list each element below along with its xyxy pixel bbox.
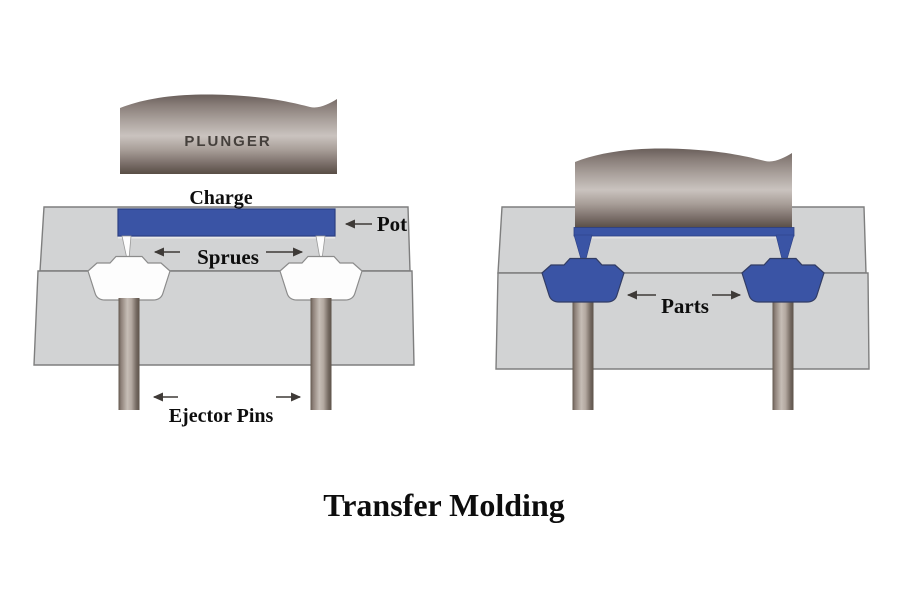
parts-label: Parts — [661, 294, 709, 318]
right-diagram: Parts — [495, 148, 870, 410]
molded-part-left — [541, 257, 625, 303]
pot-floor-highlight — [118, 236, 335, 239]
ejector-pin-right-right-diagram — [772, 300, 794, 410]
mold-cavity-left — [87, 255, 171, 301]
sprues-label: Sprues — [197, 245, 259, 269]
squeezed-charge-layer — [573, 227, 795, 237]
diagram-title: Transfer Molding — [323, 487, 564, 523]
left-diagram: PLUNGER Charge Pot Sprues Ejector Pins — [33, 94, 415, 427]
ejector-pin-left-right-diagram — [572, 300, 594, 410]
charge-label: Charge — [189, 187, 252, 209]
plunger-shape-right-diagram — [575, 148, 792, 228]
pot-floor-highlight-right — [592, 236, 776, 239]
charge-material — [117, 208, 336, 237]
ejector-pin-left — [118, 298, 140, 410]
pot-label: Pot — [377, 212, 407, 236]
plunger-label: PLUNGER — [184, 133, 271, 150]
mold-cavity-right — [279, 255, 363, 301]
ejector-pin-right — [310, 298, 332, 410]
molded-part-right — [741, 257, 825, 303]
ejector-pins-label: Ejector Pins — [169, 405, 274, 427]
